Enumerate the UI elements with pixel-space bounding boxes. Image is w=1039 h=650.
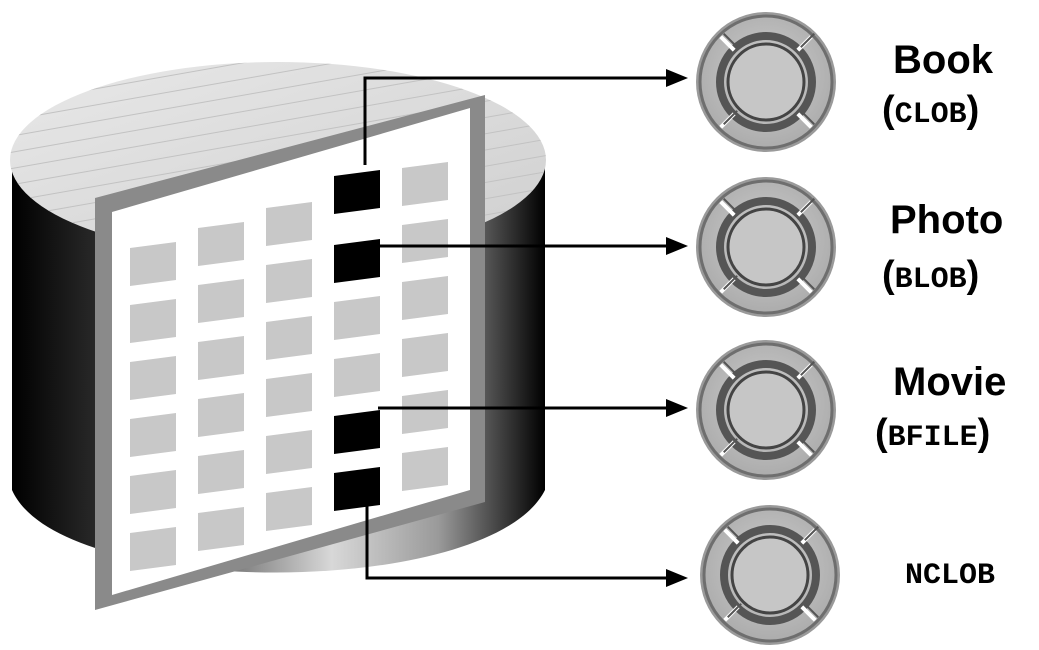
table-cell — [130, 242, 176, 286]
table-cell — [402, 162, 448, 206]
photo-type-label: (BLOB) — [882, 254, 980, 297]
lob-locator-cell — [334, 170, 380, 214]
book-label: Book — [893, 38, 993, 82]
movie-type: BFILE — [887, 421, 978, 455]
table-cell — [402, 219, 448, 263]
table-cell — [198, 507, 244, 551]
arrowhead — [666, 569, 688, 587]
nclob-disc-icon — [700, 505, 840, 645]
table-cell — [198, 393, 244, 437]
table-cell — [130, 299, 176, 343]
table-cell — [130, 413, 176, 457]
photo-type: BLOB — [894, 263, 967, 297]
table-cell — [266, 316, 312, 360]
lob-locator-cell — [334, 410, 380, 454]
lob-locator-cell — [334, 239, 380, 283]
arrowhead — [666, 237, 688, 255]
arrowhead — [666, 399, 688, 417]
table-cell — [402, 333, 448, 377]
table-cell — [130, 470, 176, 514]
table-cell — [198, 336, 244, 380]
table-cell — [198, 222, 244, 266]
table-cell — [198, 279, 244, 323]
book-disc-icon — [696, 12, 836, 152]
arrowhead — [666, 69, 688, 87]
book-type: CLOB — [894, 98, 967, 132]
table-cell — [266, 430, 312, 474]
connector-arrows — [363, 69, 688, 587]
table-cell — [130, 356, 176, 400]
table-grid — [95, 95, 485, 610]
table-cell — [402, 276, 448, 320]
table-cell — [198, 450, 244, 494]
table-cell — [402, 447, 448, 491]
photo-label: Photo — [890, 198, 1004, 242]
movie-disc-icon — [696, 340, 836, 480]
table-cell — [334, 296, 380, 340]
connector-line — [365, 500, 668, 580]
nclob-label: NCLOB — [905, 559, 996, 593]
lob-locator-cell — [334, 467, 380, 511]
table-cell — [334, 353, 380, 397]
photo-disc-icon — [696, 177, 836, 317]
table-cell — [266, 259, 312, 303]
movie-type-label: (BFILE) — [875, 412, 991, 455]
table-cell — [402, 390, 448, 434]
table-cell — [266, 373, 312, 417]
table-cell — [266, 487, 312, 531]
connector-line — [363, 76, 668, 165]
book-type-label: (CLOB) — [882, 89, 980, 132]
movie-label: Movie — [893, 360, 1007, 404]
table-cell — [130, 527, 176, 571]
table-cell — [266, 202, 312, 246]
